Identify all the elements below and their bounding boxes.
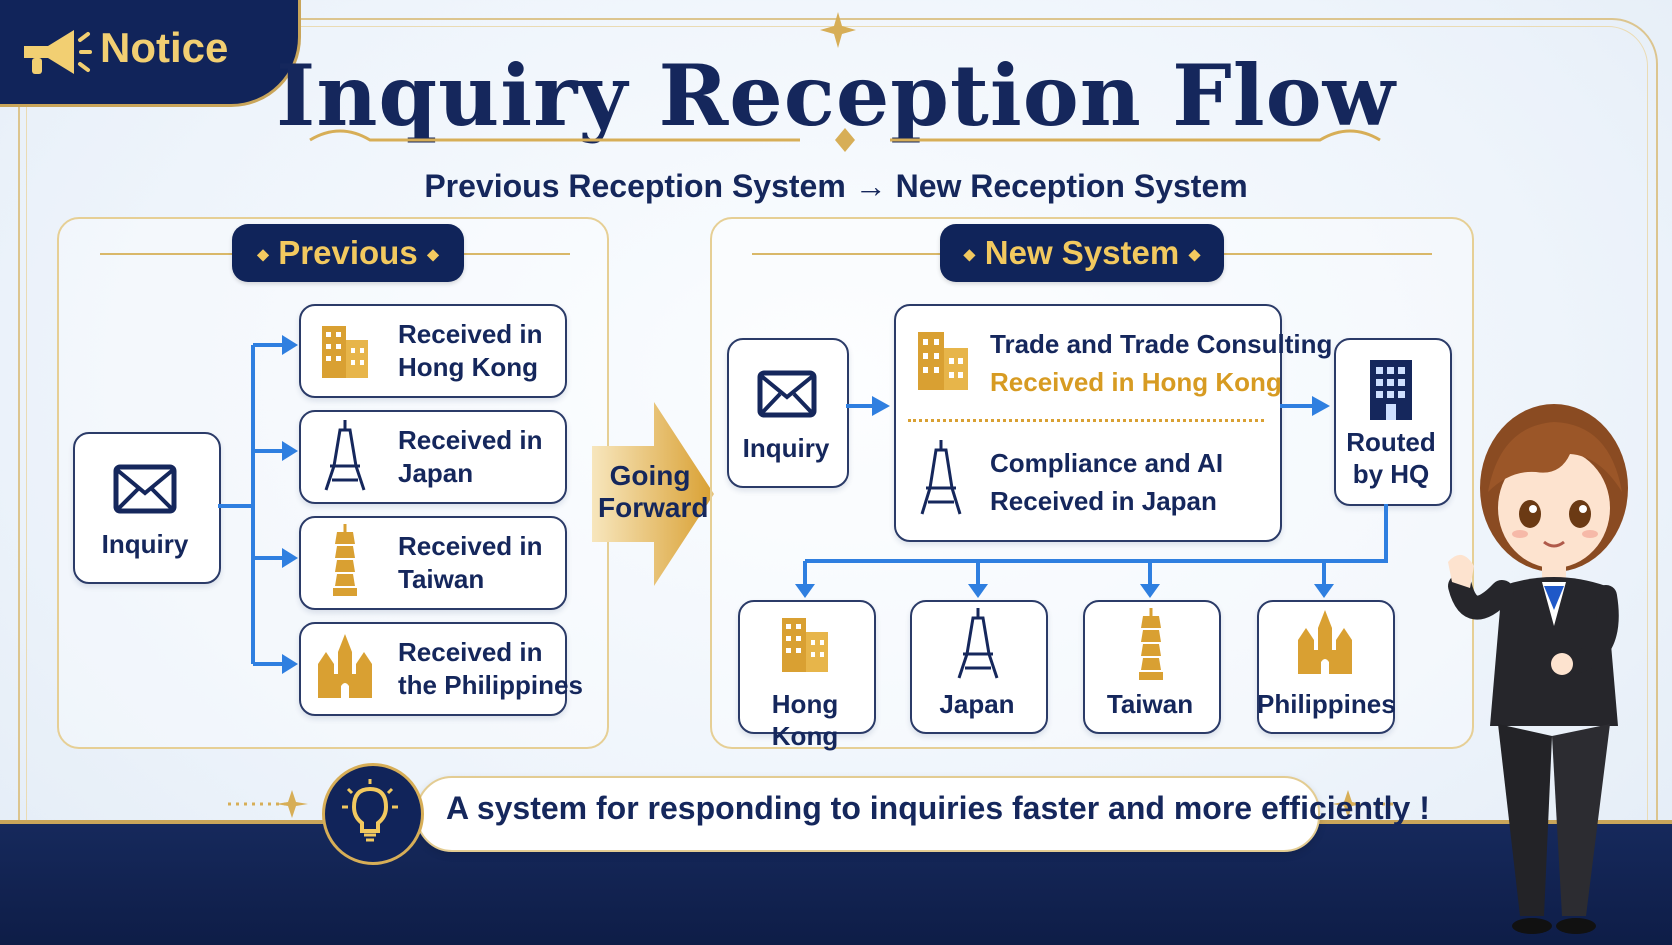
lightbulb-icon [342,779,398,842]
church-icon [1298,610,1352,674]
office-label: Japan [939,689,1015,719]
envelope-icon [113,464,177,514]
building-icon [782,618,828,672]
building-icon [322,326,368,378]
page-title: Inquiry Reception Flow [276,46,1396,145]
previous-destination-line2: Hong Kong [398,352,539,382]
previous-destination-line1: Received in [398,531,543,561]
footer-banner [416,776,1320,852]
reception-centers-box [894,304,1282,542]
footer-message: A system for responding to inquiries fas… [446,790,1430,826]
taipei-101-icon [1139,608,1163,680]
tokyo-tower-icon [920,440,962,515]
sparkle-icon [820,12,856,48]
tokyo-tower-icon [324,420,366,491]
office-label: Philippines [1257,689,1396,719]
previous-destination-line2: Japan [398,458,474,488]
bottom-flourish [228,790,1396,818]
previous-destination-line1: Received in [398,637,543,667]
office-label: Taiwan [1106,689,1194,719]
new-inquiry-label: Inquiry [742,433,830,463]
new-system-heading: ◆ New System ◆ [940,224,1224,282]
mascot-illustration [1448,404,1628,934]
previous-destination-line1: Received in [398,319,543,349]
previous-inquiry-label: Inquiry [101,529,189,559]
tokyo-tower-icon [957,608,999,679]
office-label: Hong Kong [771,689,839,751]
envelope-icon [757,370,817,418]
megaphone-icon [24,30,92,74]
taipei-101-icon [333,524,357,596]
notice-label: Notice [100,24,229,71]
lightbulb-badge [322,763,424,865]
title-flourish [309,128,1381,152]
dotted-divider [908,419,1264,422]
previous-heading: ◆ Previous ◆ [232,224,464,282]
jp-center-line2: Received in Japan [990,486,1217,516]
hk-center-line2: Received in Hong Kong [990,367,1282,397]
previous-destination-line1: Received in [398,425,543,455]
headquarters-icon [1370,360,1412,420]
church-icon [318,634,372,698]
jp-center-line1: Compliance and AI [990,448,1224,478]
previous-destination-line2: the Philippines [398,670,583,700]
page-subtitle: Previous Reception System → New Receptio… [424,168,1248,204]
building-icon [918,332,968,390]
going-forward-arrow [592,402,714,586]
previous-destination-line2: Taiwan [398,564,485,594]
hk-center-line1: Trade and Trade Consulting [990,329,1333,359]
